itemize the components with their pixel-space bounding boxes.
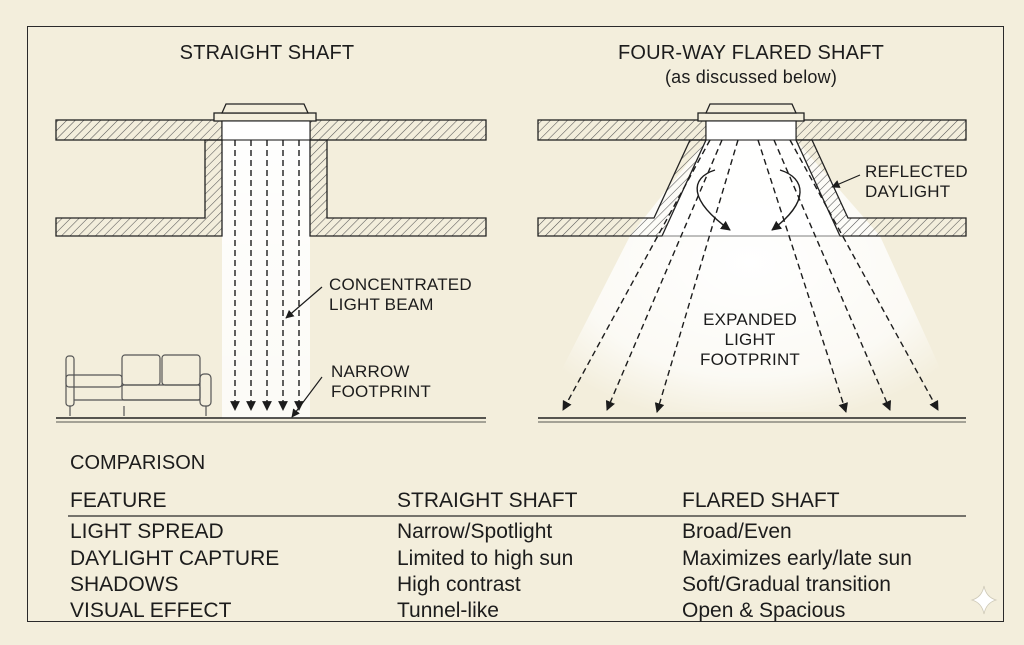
- header-straight: STRAIGHT SHAFT: [397, 489, 578, 512]
- header-flared: FLARED SHAFT: [682, 489, 840, 512]
- narrow-footprint-line2: FOOTPRINT: [331, 382, 432, 401]
- straight-roof-right: [309, 119, 487, 141]
- flared-ray: [757, 139, 848, 413]
- row-flared: Soft/Gradual transition: [682, 573, 891, 596]
- reflect-leader-line: [831, 174, 861, 188]
- flared-roof-right: [795, 119, 967, 141]
- comparison-title: COMPARISON: [70, 452, 206, 474]
- straight-shaft-wall-right: [309, 139, 487, 237]
- flared-shaft-subtitle: (as discussed below): [664, 67, 838, 87]
- straight-shaft-title: STRAIGHT SHAFT: [179, 42, 355, 64]
- expanded-footprint-line2: LIGHT: [724, 330, 776, 349]
- beam-leader-line: [285, 286, 323, 319]
- skylight-dome-icon: [697, 103, 805, 141]
- straight-roof-left: [55, 119, 223, 141]
- row-straight: Limited to high sun: [397, 547, 574, 570]
- beam-label-line2: LIGHT BEAM: [329, 295, 434, 314]
- straight-shaft-wall-left: [55, 139, 223, 237]
- drawing-frame: [27, 26, 1004, 622]
- header-feature: FEATURE: [70, 489, 167, 512]
- row-flared: Broad/Even: [682, 520, 792, 543]
- skylight-dome-icon: [213, 103, 317, 141]
- row-straight: Tunnel-like: [397, 599, 499, 622]
- expanded-footprint-line3: FOOTPRINT: [699, 350, 801, 369]
- flared-shaft-title: FOUR-WAY FLARED SHAFT: [617, 42, 885, 64]
- row-straight: High contrast: [397, 573, 521, 596]
- straight-light-column: [222, 140, 310, 418]
- flared-ray: [789, 139, 939, 411]
- row-feature: VISUAL EFFECT: [70, 599, 232, 622]
- row-flared: Maximizes early/late sun: [682, 547, 912, 570]
- sofa-icon: [65, 354, 212, 416]
- row-feature: DAYLIGHT CAPTURE: [70, 547, 280, 570]
- reflected-daylight-line1: REFLECTED: [865, 162, 968, 181]
- flared-ray: [605, 139, 723, 411]
- reflected-daylight-line2: DAYLIGHT: [865, 182, 951, 201]
- flared-ray: [654, 139, 739, 413]
- row-flared: Open & Spacious: [682, 599, 846, 622]
- row-straight: Narrow/Spotlight: [397, 520, 553, 543]
- straight-shaft-section: [55, 103, 487, 423]
- sparkle-icon: [970, 585, 998, 615]
- reflection-arrow-right: [771, 169, 801, 231]
- beam-label-line1: CONCENTRATED: [329, 275, 472, 294]
- flared-roof-left: [537, 119, 707, 141]
- expanded-footprint-line1: EXPANDED: [703, 310, 797, 329]
- row-feature: LIGHT SPREAD: [70, 520, 224, 543]
- row-feature: SHADOWS: [70, 573, 179, 596]
- footprint-leader-line: [291, 376, 323, 418]
- flared-light-cone: [540, 140, 960, 412]
- narrow-footprint-line1: NARROW: [331, 362, 410, 381]
- flared-ray: [773, 139, 892, 411]
- flared-shaft-section: [537, 103, 967, 423]
- flared-ray: [562, 139, 711, 411]
